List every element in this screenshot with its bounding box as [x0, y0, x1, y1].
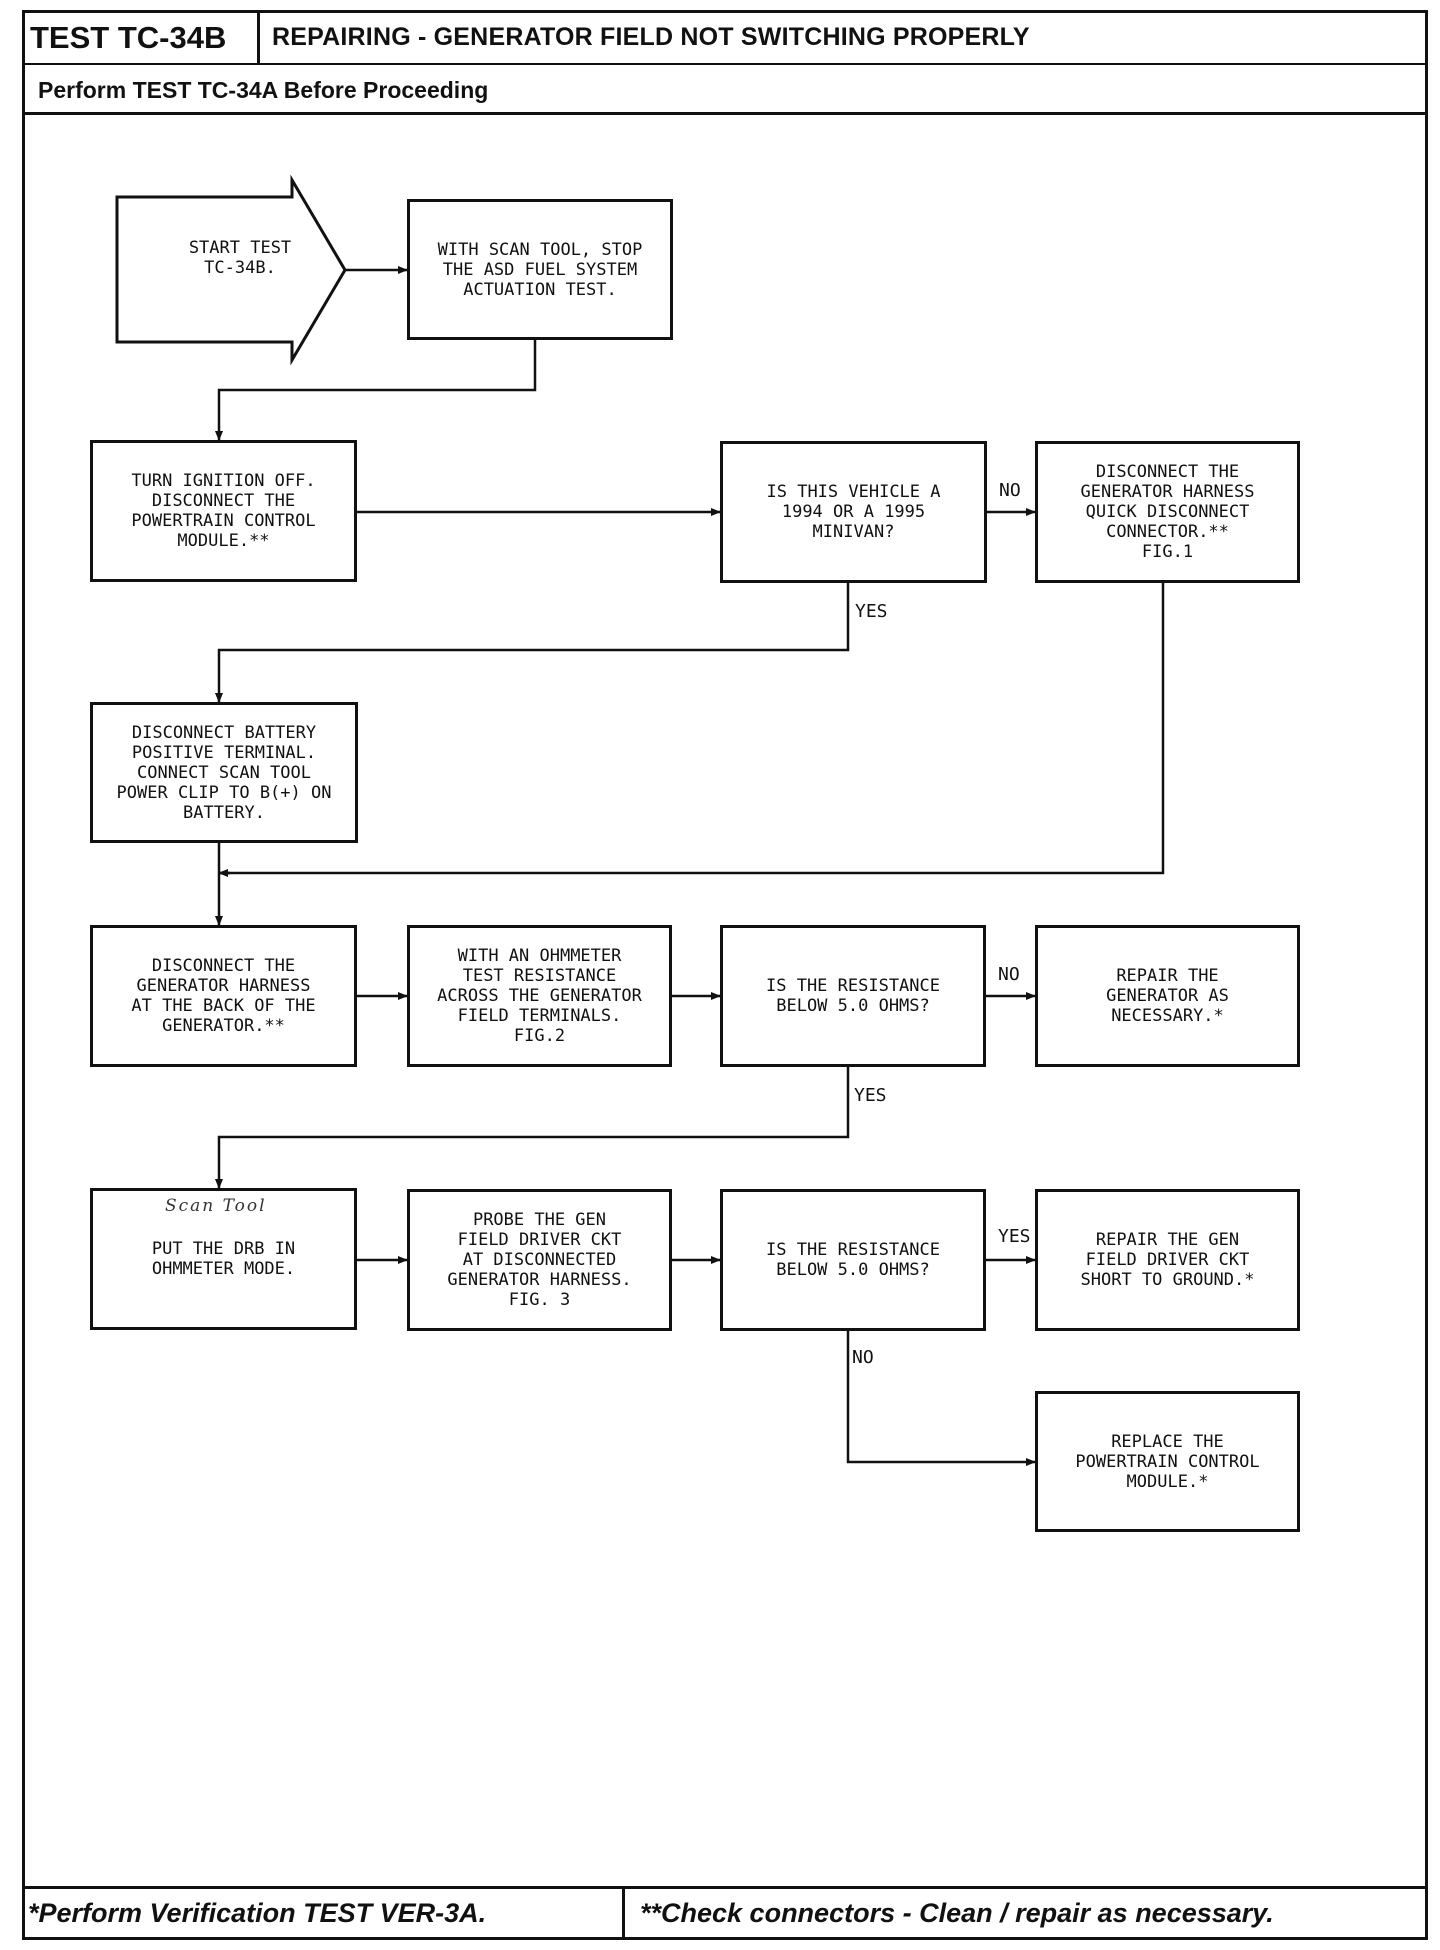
node-resistance-q2-text: IS THE RESISTANCE BELOW 5.0 OHMS?: [766, 1240, 940, 1280]
node-disconnect-back-text: DISCONNECT THE GENERATOR HARNESS AT THE …: [131, 956, 316, 1036]
node-is-minivan: IS THIS VEHICLE A 1994 OR A 1995 MINIVAN…: [720, 441, 987, 583]
node-resistance-q1: IS THE RESISTANCE BELOW 5.0 OHMS?: [720, 925, 986, 1067]
node-repair-generator: REPAIR THE GENERATOR AS NECESSARY.*: [1035, 925, 1300, 1067]
label-minivan-no: NO: [999, 480, 1021, 501]
node-ohmmeter-mode-text: PUT THE DRB IN OHMMETER MODE.: [151, 1239, 296, 1279]
start-node: START TEST TC-34B.: [188, 238, 292, 278]
footer-row: [22, 1886, 1428, 1940]
node-disconnect-quick-text: DISCONNECT THE GENERATOR HARNESS QUICK D…: [1080, 462, 1255, 562]
node-is-minivan-text: IS THIS VEHICLE A 1994 OR A 1995 MINIVAN…: [766, 482, 941, 542]
node-probe-gen-text: PROBE THE GEN FIELD DRIVER CKT AT DISCON…: [447, 1210, 632, 1310]
node-stop-asd: WITH SCAN TOOL, STOP THE ASD FUEL SYSTEM…: [407, 199, 673, 340]
node-repair-generator-text: REPAIR THE GENERATOR AS NECESSARY.*: [1106, 966, 1229, 1026]
node-ignition-off-text: TURN IGNITION OFF. DISCONNECT THE POWERT…: [131, 471, 316, 551]
label-res2-no: NO: [852, 1347, 874, 1368]
connector-quick-merge: [219, 583, 1165, 875]
test-id: TEST TC-34B: [22, 10, 260, 65]
connector-res1-yes: [215, 1067, 850, 1189]
node-repair-short: REPAIR THE GEN FIELD DRIVER CKT SHORT TO…: [1035, 1189, 1300, 1331]
connector-minivan-yes: [215, 583, 850, 703]
footnote-single-star: *Perform Verification TEST VER-3A.: [28, 1898, 487, 1928]
node-disconnect-battery: DISCONNECT BATTERY POSITIVE TERMINAL. CO…: [90, 702, 358, 843]
node-replace-pcm: REPLACE THE POWERTRAIN CONTROL MODULE.*: [1035, 1391, 1300, 1532]
node-ohmmeter-test: WITH AN OHMMETER TEST RESISTANCE ACROSS …: [407, 925, 672, 1067]
label-res1-no: NO: [998, 964, 1020, 985]
header-row: [22, 10, 1428, 65]
node-resistance-q1-text: IS THE RESISTANCE BELOW 5.0 OHMS?: [766, 976, 940, 1016]
node-disconnect-quick: DISCONNECT THE GENERATOR HARNESS QUICK D…: [1035, 441, 1300, 583]
node-repair-short-text: REPAIR THE GEN FIELD DRIVER CKT SHORT TO…: [1080, 1230, 1255, 1290]
prerequisite-row: [22, 65, 1428, 115]
handwritten-note: Scan Tool: [165, 1196, 267, 1216]
prerequisite-text: Perform TEST TC-34A Before Proceeding: [38, 77, 489, 103]
node-probe-gen: PROBE THE GEN FIELD DRIVER CKT AT DISCON…: [407, 1189, 672, 1331]
node-stop-asd-text: WITH SCAN TOOL, STOP THE ASD FUEL SYSTEM…: [437, 239, 643, 300]
test-title: REPAIRING - GENERATOR FIELD NOT SWITCHIN…: [272, 23, 1030, 51]
node-resistance-q2: IS THE RESISTANCE BELOW 5.0 OHMS?: [720, 1189, 986, 1331]
node-ignition-off: TURN IGNITION OFF. DISCONNECT THE POWERT…: [90, 440, 357, 582]
label-res2-yes: YES: [998, 1226, 1031, 1247]
label-res1-yes: YES: [854, 1085, 887, 1106]
footer-divider: [622, 1886, 625, 1940]
page-frame: [22, 10, 1428, 1940]
node-ohmmeter-mode: PUT THE DRB IN OHMMETER MODE.: [90, 1188, 357, 1330]
node-ohmmeter-test-text: WITH AN OHMMETER TEST RESISTANCE ACROSS …: [437, 946, 642, 1046]
label-minivan-yes: YES: [855, 601, 888, 622]
start-arrow-shape: [115, 174, 347, 366]
node-replace-pcm-text: REPLACE THE POWERTRAIN CONTROL MODULE.*: [1075, 1431, 1260, 1492]
connector-stop-ignition: [215, 340, 537, 441]
connector-res2-no: [846, 1331, 1036, 1466]
node-disconnect-battery-text: DISCONNECT BATTERY POSITIVE TERMINAL. CO…: [116, 722, 332, 823]
footnote-double-star: **Check connectors - Clean / repair as n…: [640, 1898, 1274, 1928]
node-disconnect-back: DISCONNECT THE GENERATOR HARNESS AT THE …: [90, 925, 357, 1067]
